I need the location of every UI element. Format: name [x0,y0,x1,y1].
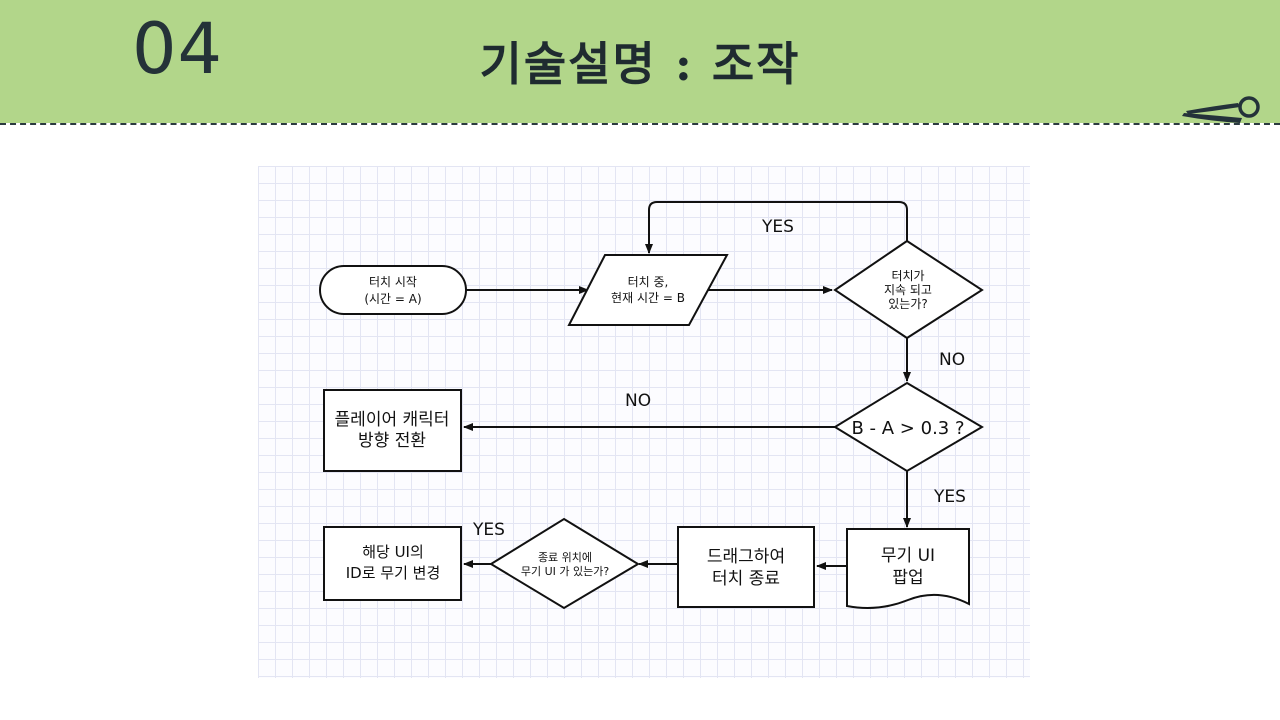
drag-line-2: 터치 종료 [712,569,780,589]
drag-line-1: 드래그하여 [707,547,785,567]
header-divider [0,123,1280,125]
label-yes-left: YES [472,520,505,540]
popup-line-1: 무기 UI [881,546,935,566]
change-weapon-process [323,526,462,601]
continue-line-3: 있는가? [888,297,928,311]
drag-process [677,526,815,608]
touching-line-2: 현재 시간 = B [611,291,685,305]
label-yes-down: YES [933,487,966,507]
time-decision [833,381,984,473]
start-line-2: (시간 = A) [364,292,421,306]
time-check-text: B - A > 0.3 ? [851,418,964,439]
header-banner [0,0,1280,123]
start-line-1: 터치 시작 [369,275,417,289]
position-line-1: 종료 위치에 [538,551,592,564]
position-line-2: 무기 UI 가 있는가? [521,565,610,578]
label-yes-loop: YES [761,217,794,237]
popup-document [846,528,970,609]
scissors-icon [1182,96,1260,123]
rotate-process [323,389,462,472]
rotate-line-2: 방향 전환 [358,431,426,451]
position-decision [489,517,640,610]
continue-line-2: 지속 되고 [884,283,932,297]
section-number: 04 [132,8,224,90]
start-terminal [319,265,467,315]
touching-io-shape [567,254,729,326]
page-title: 기술설명 : 조작 [479,37,801,91]
rotate-line-1: 플레이어 캐릭터 [335,410,450,430]
arrow-yes-loop [645,201,908,254]
continue-decision [833,239,984,340]
continue-line-1: 터치가 [891,269,924,283]
change-line-1: 해당 UI의 [362,543,424,561]
label-no-down: NO [939,350,965,370]
change-line-2: ID로 무기 변경 [346,564,441,582]
touching-line-1: 터치 중, [628,275,669,289]
popup-line-2: 팝업 [892,568,923,588]
label-no-left: NO [625,391,651,411]
